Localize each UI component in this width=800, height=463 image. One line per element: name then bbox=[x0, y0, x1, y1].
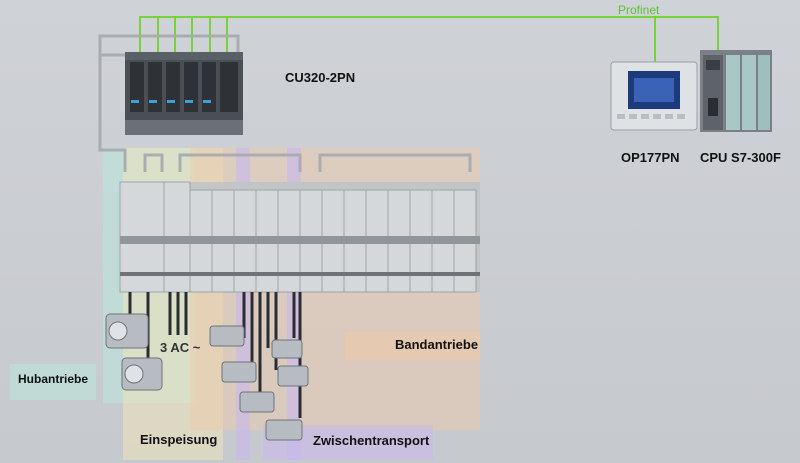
control-unit-icon bbox=[125, 52, 243, 135]
zone-conveyor-label-bg bbox=[345, 332, 480, 360]
plc-rack-icon bbox=[700, 50, 772, 132]
drive-cliq-cables bbox=[98, 34, 472, 172]
zone-hoist-label-bg bbox=[10, 364, 96, 400]
controller-label: CU320-2PN bbox=[285, 70, 356, 85]
zone-hoist-label: Hubantriebe bbox=[18, 372, 89, 386]
hmi-panel-icon bbox=[610, 61, 698, 131]
motor-icon bbox=[105, 313, 309, 441]
profinet-label: Profinet bbox=[618, 3, 660, 17]
motor-cables bbox=[128, 292, 302, 418]
zone-conveyor-label: Bandantriebe bbox=[395, 337, 479, 352]
plc-label: CPU S7-300F bbox=[700, 150, 781, 165]
hmi-label: OP177PN bbox=[621, 150, 680, 165]
zone-transfer-label: Zwischentransport bbox=[313, 433, 430, 448]
supply-voltage-label: 3 AC ~ bbox=[160, 340, 201, 355]
zone-supply-label: Einspeisung bbox=[140, 432, 218, 447]
drive-module-icon bbox=[119, 181, 480, 293]
